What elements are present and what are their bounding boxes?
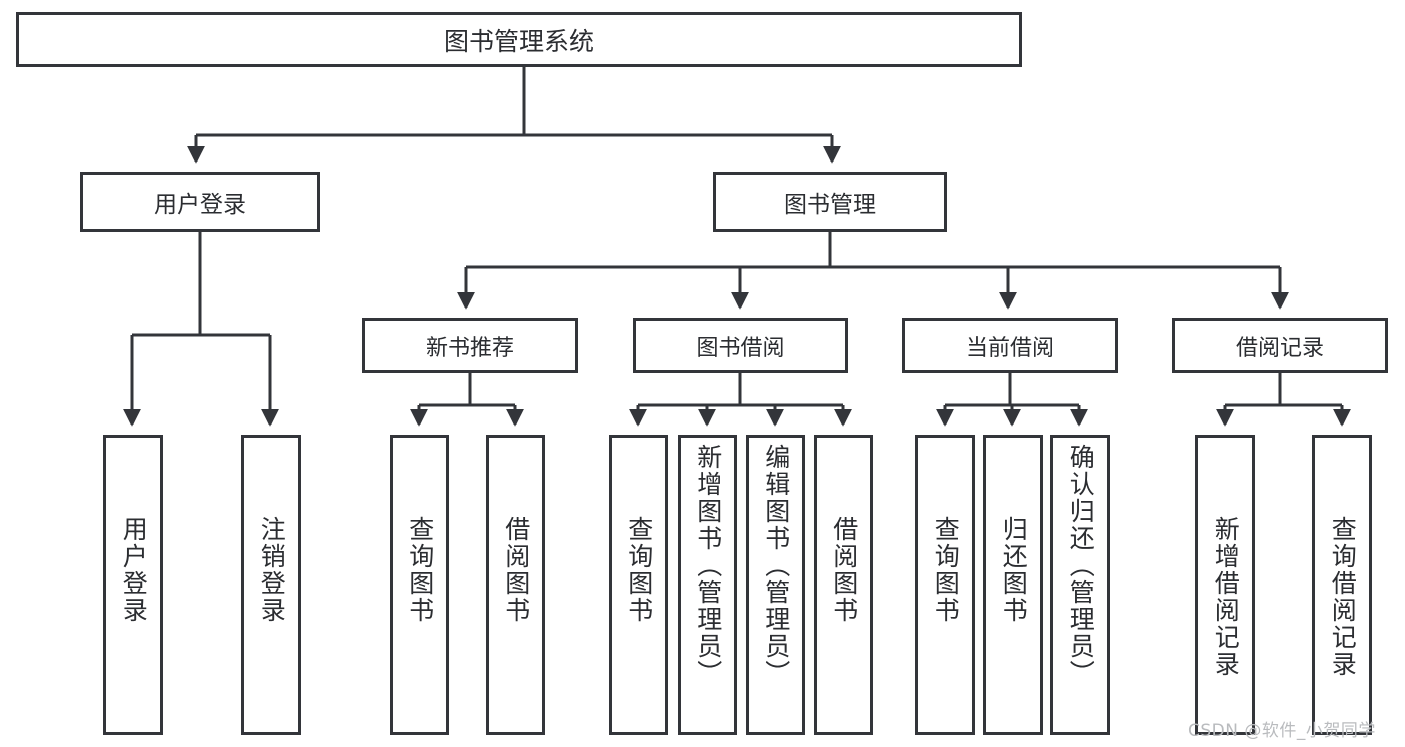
leaf-confirm-return-label: 确认归还（管理员） xyxy=(1066,444,1096,687)
leaf-query-book-1-label: 查询图书 xyxy=(405,516,435,624)
leaf-query-book-3[interactable]: 查询图书 xyxy=(915,435,975,735)
node-book-borrow-label: 图书借阅 xyxy=(696,335,785,361)
leaf-return-book-label: 归还图书 xyxy=(999,516,1029,624)
leaf-confirm-return[interactable]: 确认归还（管理员） xyxy=(1050,435,1110,735)
node-borrow-record-label: 借阅记录 xyxy=(1235,335,1324,361)
leaf-add-book[interactable]: 新增图书（管理员） xyxy=(678,435,737,735)
node-book-management-label: 图书管理 xyxy=(784,192,876,218)
leaf-query-book-3-label: 查询图书 xyxy=(931,516,961,624)
leaf-user-logout[interactable]: 注销登录 xyxy=(241,435,301,735)
leaf-add-book-label: 新增图书（管理员） xyxy=(693,444,723,687)
leaf-edit-book[interactable]: 编辑图书（管理员） xyxy=(746,435,805,735)
node-current-borrow[interactable]: 当前借阅 xyxy=(902,318,1118,373)
leaf-borrow-book-2[interactable]: 借阅图书 xyxy=(814,435,873,735)
leaf-query-record-label: 查询借阅记录 xyxy=(1328,516,1358,678)
leaf-borrow-book-1-label: 借阅图书 xyxy=(501,516,531,624)
node-borrow-record[interactable]: 借阅记录 xyxy=(1172,318,1388,373)
leaf-query-book-1[interactable]: 查询图书 xyxy=(390,435,449,735)
node-book-borrow[interactable]: 图书借阅 xyxy=(633,318,848,373)
leaf-borrow-book-1[interactable]: 借阅图书 xyxy=(486,435,545,735)
leaf-user-login-label: 用户登录 xyxy=(119,516,149,624)
node-current-borrow-label: 当前借阅 xyxy=(965,335,1054,361)
leaf-edit-book-label: 编辑图书（管理员） xyxy=(761,444,791,687)
leaf-add-record-label: 新增借阅记录 xyxy=(1211,516,1241,678)
leaf-query-book-2-label: 查询图书 xyxy=(624,516,654,624)
watermark: CSDN @软件_小贺同学 xyxy=(1188,721,1376,741)
node-new-book-recommend-label: 新书推荐 xyxy=(425,335,514,361)
node-user-login[interactable]: 用户登录 xyxy=(80,172,320,232)
leaf-return-book[interactable]: 归还图书 xyxy=(983,435,1043,735)
leaf-user-login[interactable]: 用户登录 xyxy=(103,435,163,735)
node-user-login-label: 用户登录 xyxy=(154,192,246,218)
leaf-borrow-book-2-label: 借阅图书 xyxy=(829,516,859,624)
leaf-add-record[interactable]: 新增借阅记录 xyxy=(1195,435,1255,735)
leaf-user-logout-label: 注销登录 xyxy=(257,516,287,624)
node-root[interactable]: 图书管理系统 xyxy=(16,12,1022,67)
leaf-query-book-2[interactable]: 查询图书 xyxy=(609,435,668,735)
node-book-management[interactable]: 图书管理 xyxy=(713,172,947,232)
node-root-label: 图书管理系统 xyxy=(443,26,594,56)
leaf-query-record[interactable]: 查询借阅记录 xyxy=(1312,435,1372,735)
node-new-book-recommend[interactable]: 新书推荐 xyxy=(362,318,578,373)
